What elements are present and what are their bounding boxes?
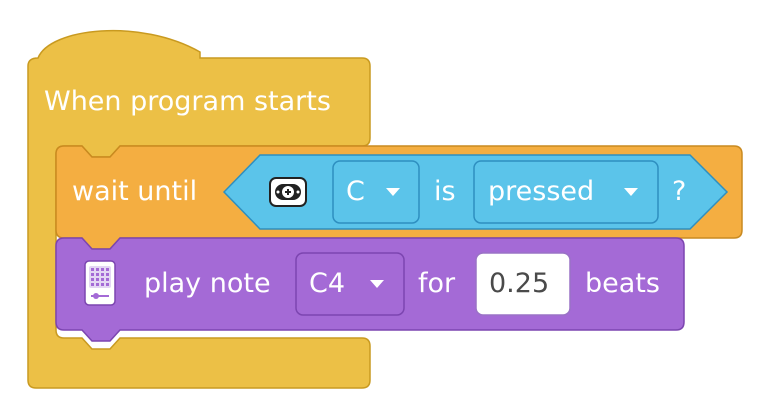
is-label: is	[434, 176, 456, 207]
light-matrix-icon	[84, 260, 116, 306]
button-controller-icon	[269, 177, 307, 207]
hat-block[interactable]	[27, 29, 371, 389]
hat-block-label: When program starts	[44, 86, 331, 117]
port-chevron-down-icon	[386, 188, 400, 196]
port-dropdown-value: C	[346, 176, 365, 207]
port-dropdown[interactable]	[332, 160, 420, 224]
wait-until-label: wait until	[72, 176, 198, 207]
note-dropdown-value: C4	[309, 268, 346, 299]
play-note-label: play note	[144, 268, 271, 299]
question-mark-label: ?	[672, 176, 687, 207]
state-dropdown[interactable]	[473, 160, 659, 224]
note-dropdown[interactable]	[295, 252, 405, 316]
state-dropdown-value: pressed	[488, 176, 595, 207]
note-chevron-down-icon	[370, 280, 384, 288]
beats-input[interactable]	[475, 252, 571, 316]
state-chevron-down-icon	[624, 188, 638, 196]
beats-input-value: 0.25	[489, 268, 550, 299]
beats-unit-label: beats	[585, 268, 660, 299]
for-label: for	[418, 268, 456, 299]
